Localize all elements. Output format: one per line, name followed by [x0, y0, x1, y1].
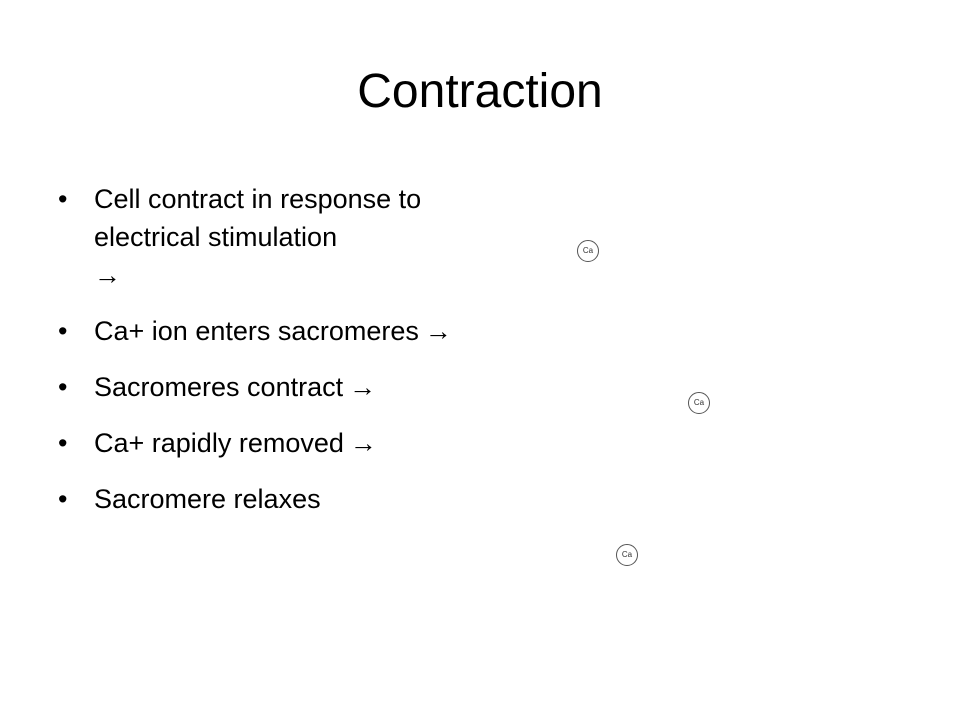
- calcium-ion-circle: Ca: [616, 544, 638, 566]
- bullet-item: Ca+ ion enters sacromeres→: [58, 312, 478, 350]
- calcium-ion-circle: Ca: [577, 240, 599, 262]
- bullet-item: Sacromeres contract→: [58, 368, 478, 406]
- bullet-item: Sacromere relaxes: [58, 480, 478, 518]
- bullet-text: Cell contract in response to electrical …: [94, 184, 422, 252]
- calcium-ion-circle: Ca: [688, 392, 710, 414]
- right-arrow-icon: →: [349, 428, 377, 458]
- bullet-text: Ca+ rapidly removed: [94, 428, 344, 458]
- bullet-text: Ca+ ion enters sacromeres: [94, 316, 419, 346]
- bullet-item: Ca+ rapidly removed→: [58, 424, 478, 462]
- right-arrow-icon: →: [424, 316, 452, 346]
- bullet-text: Sacromere relaxes: [94, 484, 321, 514]
- bullet-list: Cell contract in response to electrical …: [58, 180, 478, 536]
- bullet-item: Cell contract in response to electrical …: [58, 180, 478, 294]
- right-arrow-icon: →: [349, 372, 377, 402]
- right-arrow-icon: →: [94, 260, 121, 290]
- slide-title: Contraction: [357, 65, 603, 118]
- bullet-text: Sacromeres contract: [94, 372, 344, 402]
